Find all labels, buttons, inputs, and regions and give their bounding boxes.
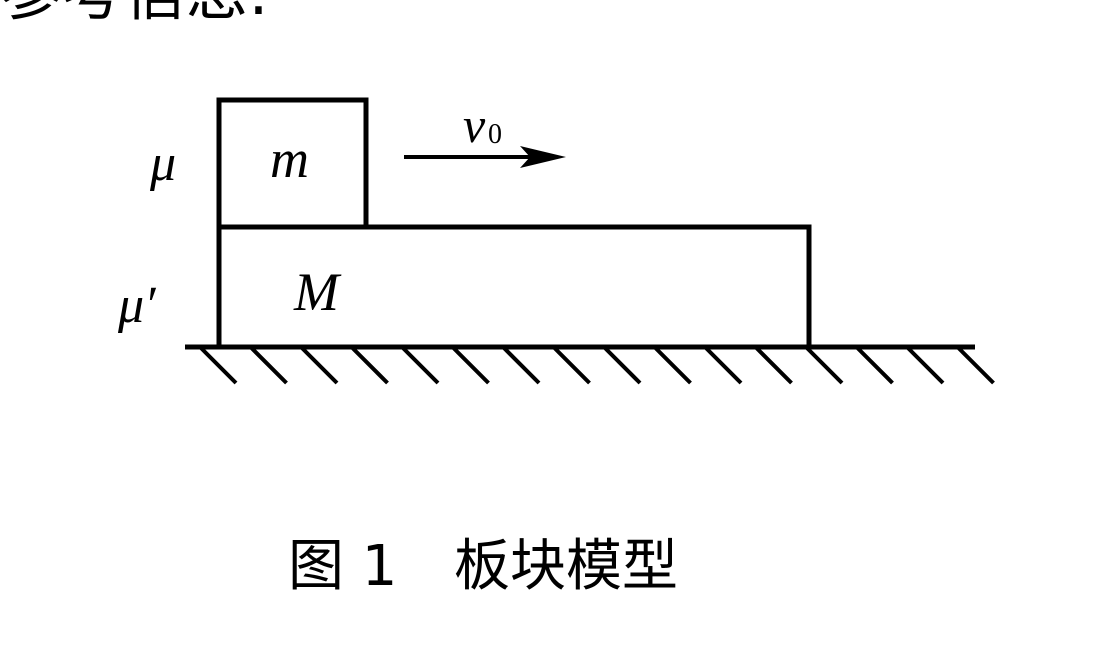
hatch-mark [552,345,591,385]
hatch-mark [198,345,238,385]
hatch-mark [905,345,945,385]
hatch-mark [653,345,692,385]
caption-number: 图 1 [288,534,397,599]
hatch-mark [703,345,743,385]
hatch-mark [451,345,490,385]
hatch-mark [754,345,793,385]
mu-top-label: μ [149,135,176,192]
ground-hatching [198,345,995,385]
mu-bottom-label: μ′ [117,277,157,334]
hatch-mark [804,345,844,385]
small-block-label: m [270,129,309,189]
hatch-mark [400,345,440,385]
hatch-mark [956,345,995,385]
hatch-mark [350,345,389,385]
hatch-mark [602,345,642,385]
hatch-mark [855,345,894,385]
velocity-arrow-head [520,146,566,168]
velocity-subscript: 0 [488,119,502,150]
hatch-mark [501,345,541,385]
heading-fragment: 参考信息: [0,0,269,29]
caption-title: 板块模型 [454,534,678,599]
hatch-mark [249,345,288,385]
velocity-label: v [463,97,486,153]
large-block-label: M [293,262,342,322]
hatch-mark [299,345,339,385]
